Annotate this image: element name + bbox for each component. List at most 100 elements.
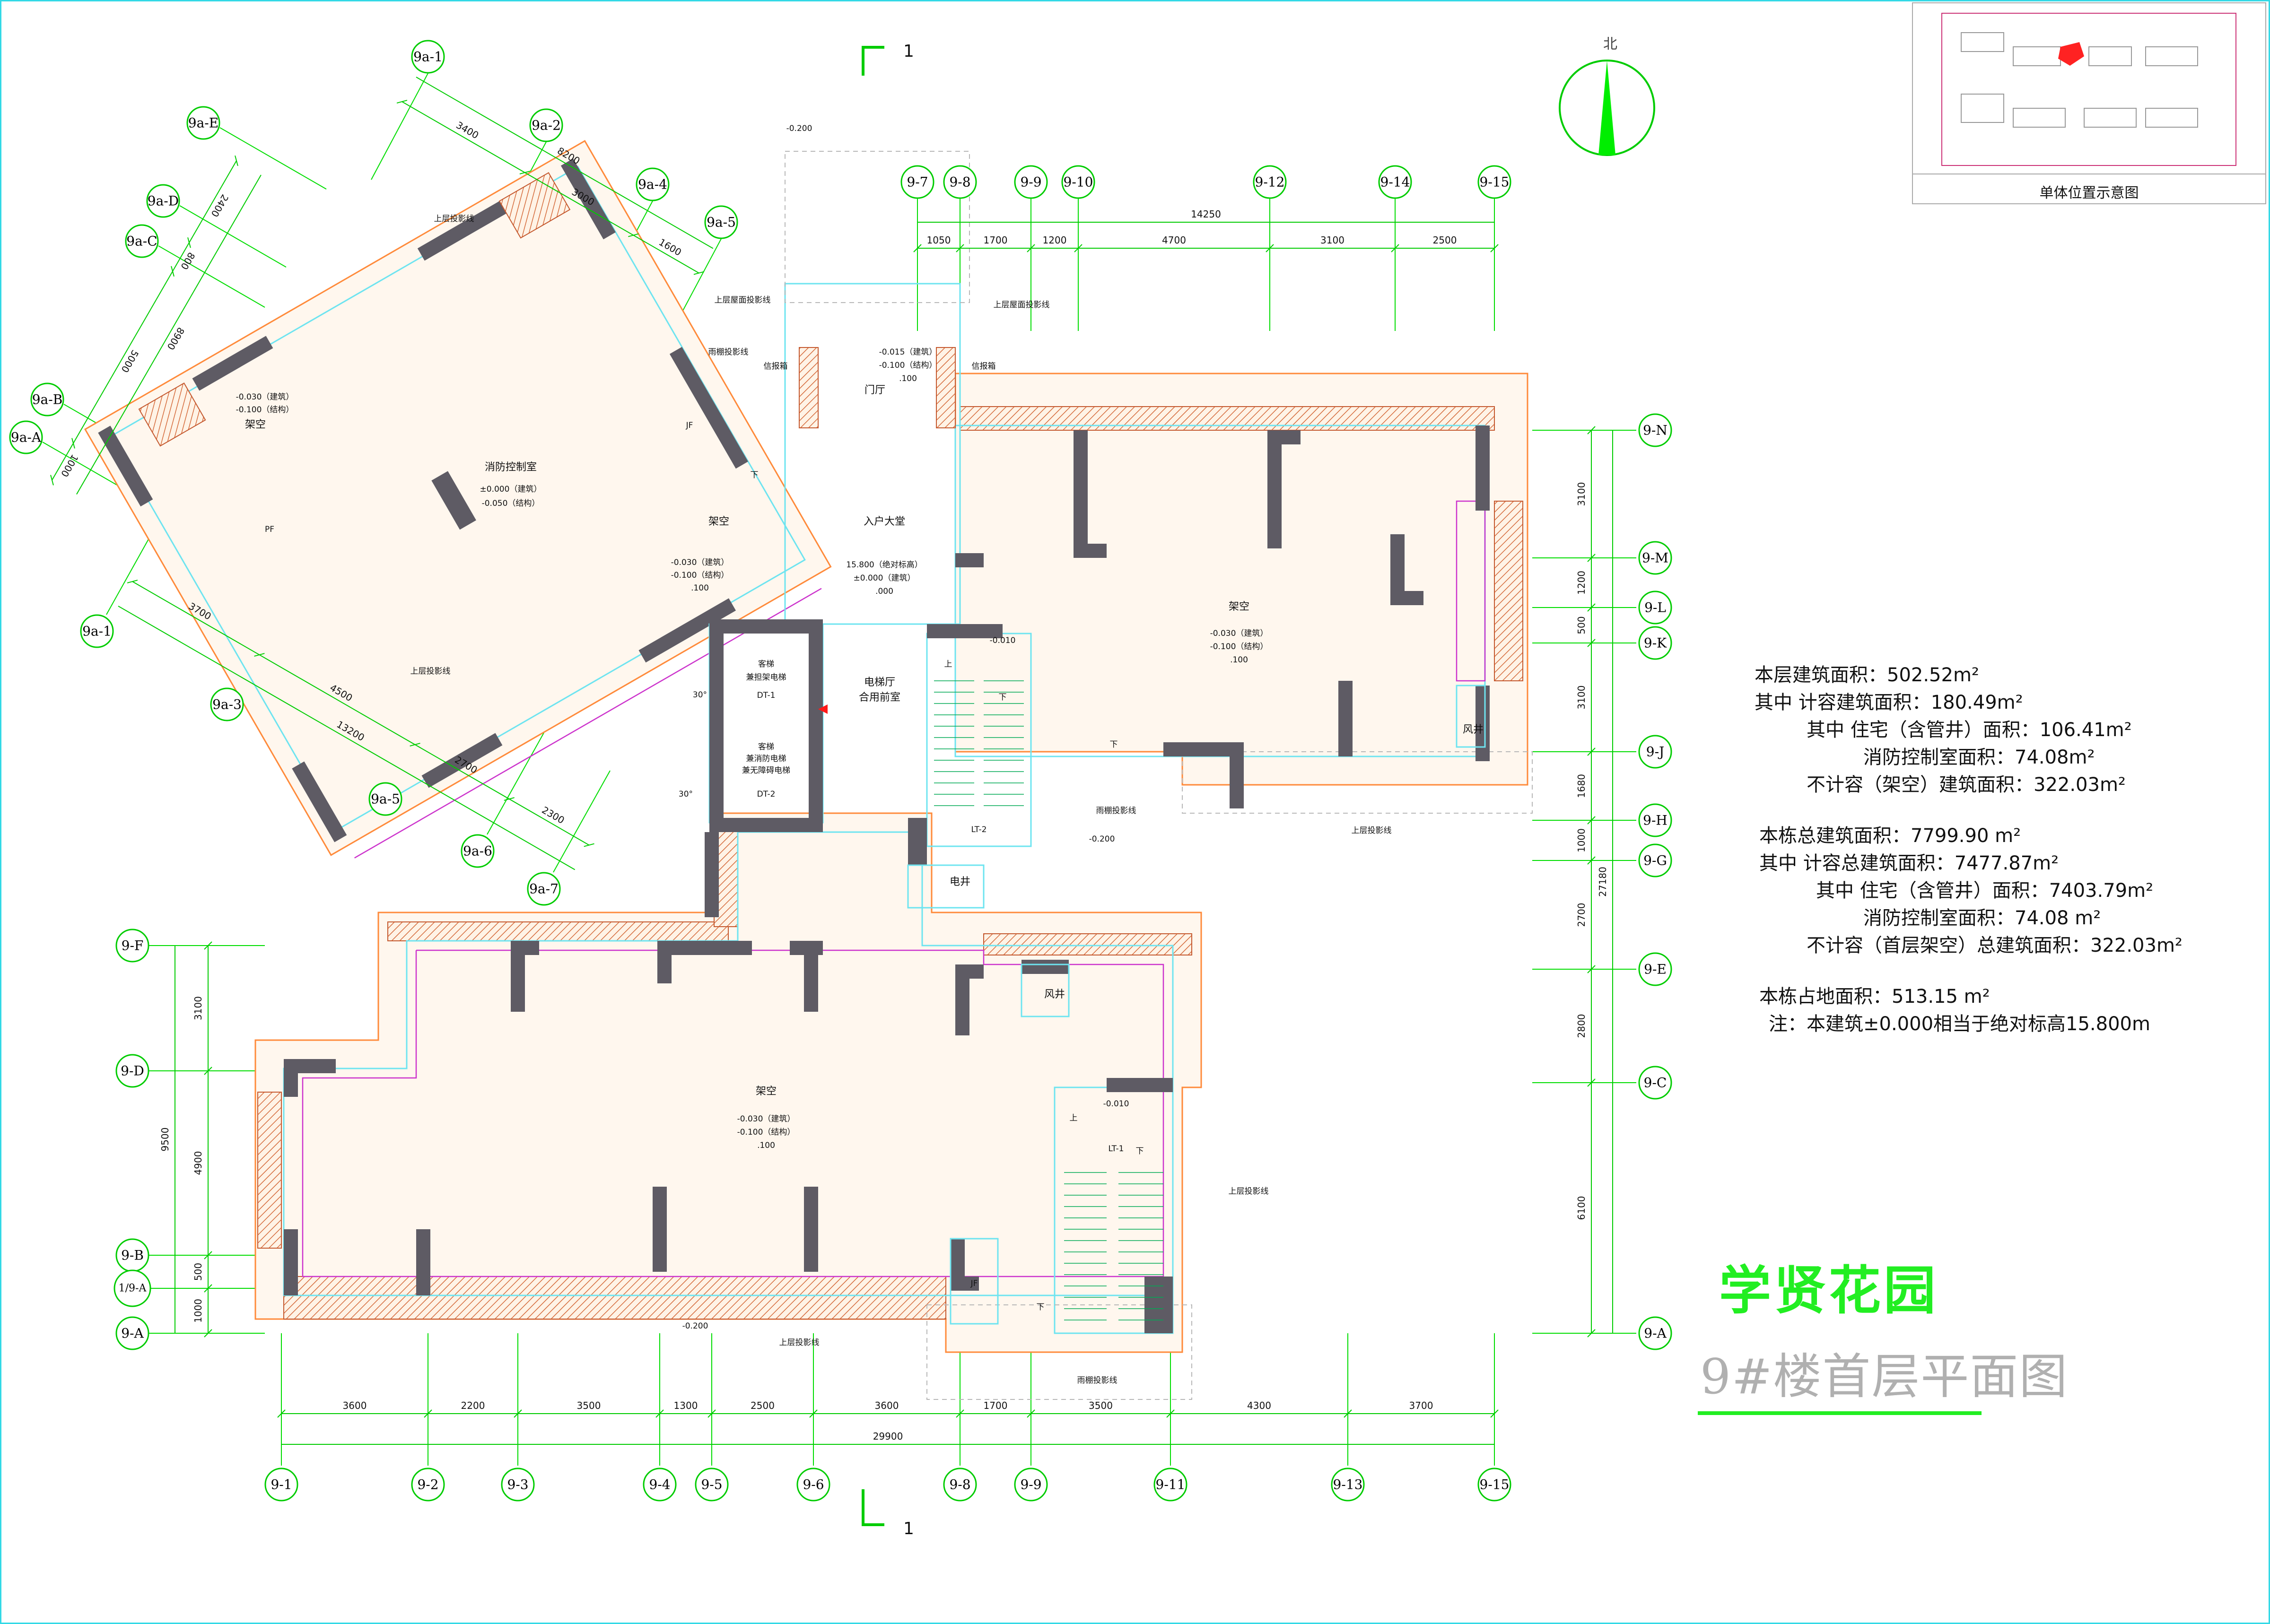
upper-floor-proj-3: 上层投影线 xyxy=(1352,826,1392,835)
axis-bubble xyxy=(1638,541,1672,575)
rotated-wall-4 xyxy=(669,347,748,469)
elevator-2-c: 兼无障碍电梯 xyxy=(742,766,790,775)
key-plan-panel: 单体位置示意图 xyxy=(1912,2,2266,204)
dim-label: 2500 xyxy=(751,1400,775,1411)
upper-floor-proj-4: 上层投影线 xyxy=(1229,1187,1269,1196)
level-m0200-a: -0.200 xyxy=(786,124,812,133)
dim-total-label: 8900 xyxy=(165,325,187,352)
door-hall-label: 门厅 xyxy=(864,384,885,396)
dim-tick xyxy=(1587,426,1596,434)
rotated-wall-8 xyxy=(638,598,736,663)
axis-label: 9-F xyxy=(122,938,144,954)
dim-label: 800 xyxy=(178,250,197,271)
rotated-block xyxy=(84,139,832,859)
bottom-wing-magenta xyxy=(302,949,1164,1277)
dim-label: 2300 xyxy=(540,804,567,826)
col-b11 xyxy=(1107,1078,1173,1092)
axis-bubble xyxy=(9,420,43,454)
bottom-wing-hatch-left xyxy=(257,1092,282,1249)
bottom-wing-outer xyxy=(254,812,1202,1353)
col-r2b xyxy=(1267,430,1282,548)
axis-bubble xyxy=(643,1468,677,1502)
dim-tick xyxy=(504,797,515,801)
axis-bubble xyxy=(636,167,670,201)
dim-line xyxy=(118,606,576,870)
axis-bubble xyxy=(1014,1468,1048,1502)
rotated-wall-3 xyxy=(560,158,616,240)
axis-label: 9a-A xyxy=(11,430,42,445)
dim-label: 500 xyxy=(1576,616,1587,634)
dim-tick xyxy=(1587,603,1596,612)
axis-bubble xyxy=(1638,413,1672,447)
dim-tick xyxy=(1391,244,1399,252)
pf-label: PF xyxy=(265,525,274,534)
col-b8 xyxy=(653,1187,667,1272)
dim-label: 1000 xyxy=(1576,828,1587,852)
axis-bubble xyxy=(704,205,738,239)
axis-label: 9-9 xyxy=(1020,174,1041,190)
dim-label: 3600 xyxy=(343,1400,367,1411)
axis-label: 9-2 xyxy=(417,1477,438,1493)
dim-tick xyxy=(956,1409,964,1418)
dim-label: 1300 xyxy=(674,1400,698,1411)
axis-label: 9-J xyxy=(1646,744,1665,760)
stilt-bottom-level-1: -0.030（建筑） xyxy=(737,1114,795,1124)
axis-label: 9-12 xyxy=(1255,174,1285,190)
axis-label: 9-H xyxy=(1643,813,1668,828)
door-level-3: .100 xyxy=(899,374,917,383)
col-r3b xyxy=(1390,591,1423,605)
stilt-rot-level-3: .100 xyxy=(691,583,709,593)
stair-lt2-label: LT-2 xyxy=(971,825,987,834)
dim-label: 1000 xyxy=(192,1299,204,1323)
bottom-wing-hatch-top xyxy=(387,921,729,941)
rotated-wall-1 xyxy=(98,426,153,507)
elevator-1-b: 兼担架电梯 xyxy=(746,673,786,682)
dim-label: 3400 xyxy=(454,119,480,141)
axis-bubble xyxy=(943,1468,977,1502)
grid-line-rot xyxy=(179,205,287,268)
dim-tick xyxy=(913,244,922,252)
axis-label: 9-15 xyxy=(1480,174,1510,190)
axis-bubble xyxy=(1638,591,1672,625)
axis-label: 9a-E xyxy=(188,115,218,131)
dim-label: 500 xyxy=(192,1263,204,1281)
dim-tick xyxy=(519,171,530,174)
col-r5 xyxy=(1476,686,1490,761)
dim-tick xyxy=(1266,244,1274,252)
dim-label: 3700 xyxy=(1409,1400,1433,1411)
down-label-1: 下 xyxy=(999,693,1007,702)
section-mark-bottom: 1 xyxy=(862,1489,914,1538)
stilt-right-level-3: .100 xyxy=(1230,655,1248,665)
dim-tick xyxy=(1587,1078,1596,1087)
axis-label: 9-8 xyxy=(949,174,970,190)
rotated-wall-7 xyxy=(421,733,503,788)
down-label-5: 下 xyxy=(751,470,759,480)
canopy-proj-right: 雨棚投影线 xyxy=(1096,806,1136,816)
kp-block-3 xyxy=(2088,46,2132,66)
area-info-line: 不计容（架空）建筑面积：322.03m² xyxy=(1807,774,2126,796)
axis-label: 9-3 xyxy=(507,1477,528,1493)
down-label-4: 下 xyxy=(1037,1303,1045,1312)
axis-bubble xyxy=(80,614,114,648)
stilt-right-label: 架空 xyxy=(1229,601,1249,613)
down-label-3: 下 xyxy=(1110,740,1118,749)
upper-floor-proj-1: 上层投影线 xyxy=(434,214,474,224)
dim-tick xyxy=(1587,816,1596,825)
axis-bubble xyxy=(527,872,561,906)
grid-line-rot xyxy=(158,245,265,308)
axis-label: 9-10 xyxy=(1064,174,1093,190)
key-plan-map xyxy=(1941,13,2236,166)
col-b9 xyxy=(804,1187,818,1272)
lobby-label: 入户大堂 xyxy=(864,516,905,528)
upper-floor-proj-5: 上层投影线 xyxy=(779,1338,820,1347)
kp-block-4 xyxy=(2145,46,2198,66)
axis-label: 9-C xyxy=(1644,1075,1667,1091)
axis-label: 9-K xyxy=(1644,635,1667,651)
dim-label: 1050 xyxy=(927,234,951,246)
stilt-rot-label: 架空 xyxy=(708,516,729,528)
axis-label: 9a-B xyxy=(32,392,63,408)
rotated-column xyxy=(431,471,476,530)
axis-bubble xyxy=(1153,1468,1187,1502)
